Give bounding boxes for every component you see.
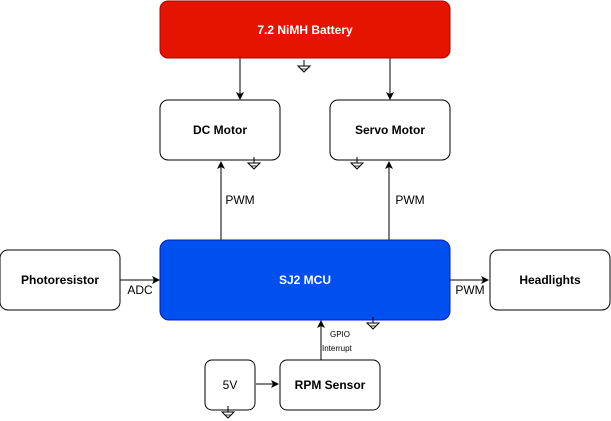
5v-label: 5V [223,378,238,392]
gpio-label: GPIO [330,330,350,339]
mcu-label: SJ2 MCU [279,273,331,287]
pwm-dc-label-bg [223,191,257,207]
adc-label: ADC [127,283,153,297]
servo-motor-label: Servo Motor [355,123,425,137]
battery-label: 7.2 NiMH Battery [257,23,353,37]
headlights-node[interactable]: Headlights [489,249,611,311]
dc-motor-label: DC Motor [193,123,247,137]
pwm-dc-label: PWM [225,193,254,207]
pwm-headlights-label: PWM [455,283,484,297]
edges [120,58,489,388]
pwm-servo-label: PWM [395,193,424,207]
pwm-servo-label-bg [393,191,427,207]
dc-motor-node[interactable]: DC Motor [159,99,281,161]
headlights-label: Headlights [519,273,581,287]
rpm-sensor-node[interactable]: RPM Sensor [279,359,381,411]
ground-icon [297,59,311,73]
servo-motor-node[interactable]: Servo Motor [329,99,451,161]
photoresistor-node[interactable]: Photoresistor [0,249,121,311]
mcu-node[interactable]: SJ2 MCU [159,239,451,321]
5v-node[interactable]: 5V [204,359,256,411]
rpm-sensor-label: RPM Sensor [295,378,366,392]
interrupt-label: Interrupt [322,344,353,353]
photoresistor-label: Photoresistor [21,273,99,287]
battery-node[interactable]: 7.2 NiMH Battery [159,0,451,59]
